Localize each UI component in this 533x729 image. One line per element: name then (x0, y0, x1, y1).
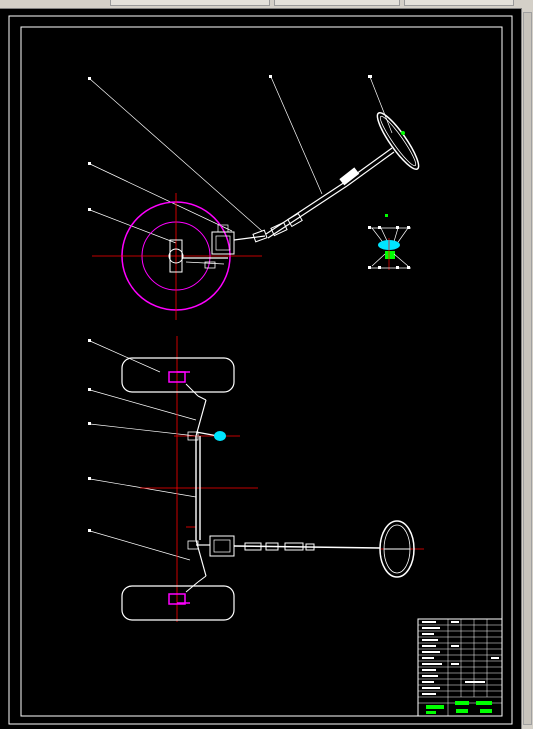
steering-wheel-plan (379, 520, 415, 578)
steering-wheel-side (376, 112, 420, 170)
steering-wheel-rim (379, 115, 417, 167)
leader-line (369, 76, 393, 134)
cad-drawing-canvas[interactable] (0, 8, 521, 729)
marker-dot (401, 131, 405, 135)
balloon (88, 422, 91, 425)
steering-column-plan (233, 542, 381, 551)
balloon (88, 388, 91, 391)
balloon (88, 162, 91, 165)
scrollbar-thumb[interactable] (523, 12, 532, 725)
leader-line (89, 423, 197, 437)
balloon (269, 75, 272, 78)
steering-column-side (233, 147, 395, 243)
balloon (88, 208, 91, 211)
toolbar-tab-3[interactable] (404, 0, 514, 6)
steering-side-view (88, 75, 420, 320)
wheel-upper (121, 357, 235, 393)
hub-lower (168, 593, 186, 605)
steering-gear-box-plan (209, 535, 235, 557)
steering-gear-cover (215, 235, 231, 251)
sheet-outer-border (8, 15, 513, 725)
balloon (368, 75, 372, 78)
balloon (88, 477, 91, 480)
detail-green-part (385, 251, 395, 259)
toolbar-tab-2[interactable] (274, 0, 400, 6)
leader-line (89, 530, 191, 561)
leader-line (89, 389, 197, 421)
hub (168, 248, 184, 264)
detail-marker (385, 214, 388, 217)
leader-line (89, 340, 161, 373)
sheet-inner-border (20, 26, 503, 717)
title-block (417, 618, 503, 717)
leader-line (270, 76, 323, 195)
steering-plan-view (88, 336, 424, 622)
knuckle (169, 239, 183, 273)
balloon (88, 339, 91, 342)
vertical-scrollbar[interactable] (521, 8, 533, 729)
ball-joint-highlight (214, 431, 226, 441)
steering-gear-box (211, 231, 235, 255)
link-end (204, 261, 216, 269)
title-block-frame (417, 618, 503, 717)
leader-line (89, 163, 233, 232)
title-block-footer (426, 705, 444, 709)
toolbar-tab-1[interactable] (110, 0, 270, 6)
leader-line (89, 78, 263, 232)
toolbar (0, 0, 533, 9)
detail-view (368, 214, 411, 270)
wheel-lower (121, 585, 235, 621)
balloon (88, 529, 91, 532)
leader-line (89, 209, 177, 244)
gear-flange (217, 224, 229, 233)
balloon (88, 77, 91, 80)
